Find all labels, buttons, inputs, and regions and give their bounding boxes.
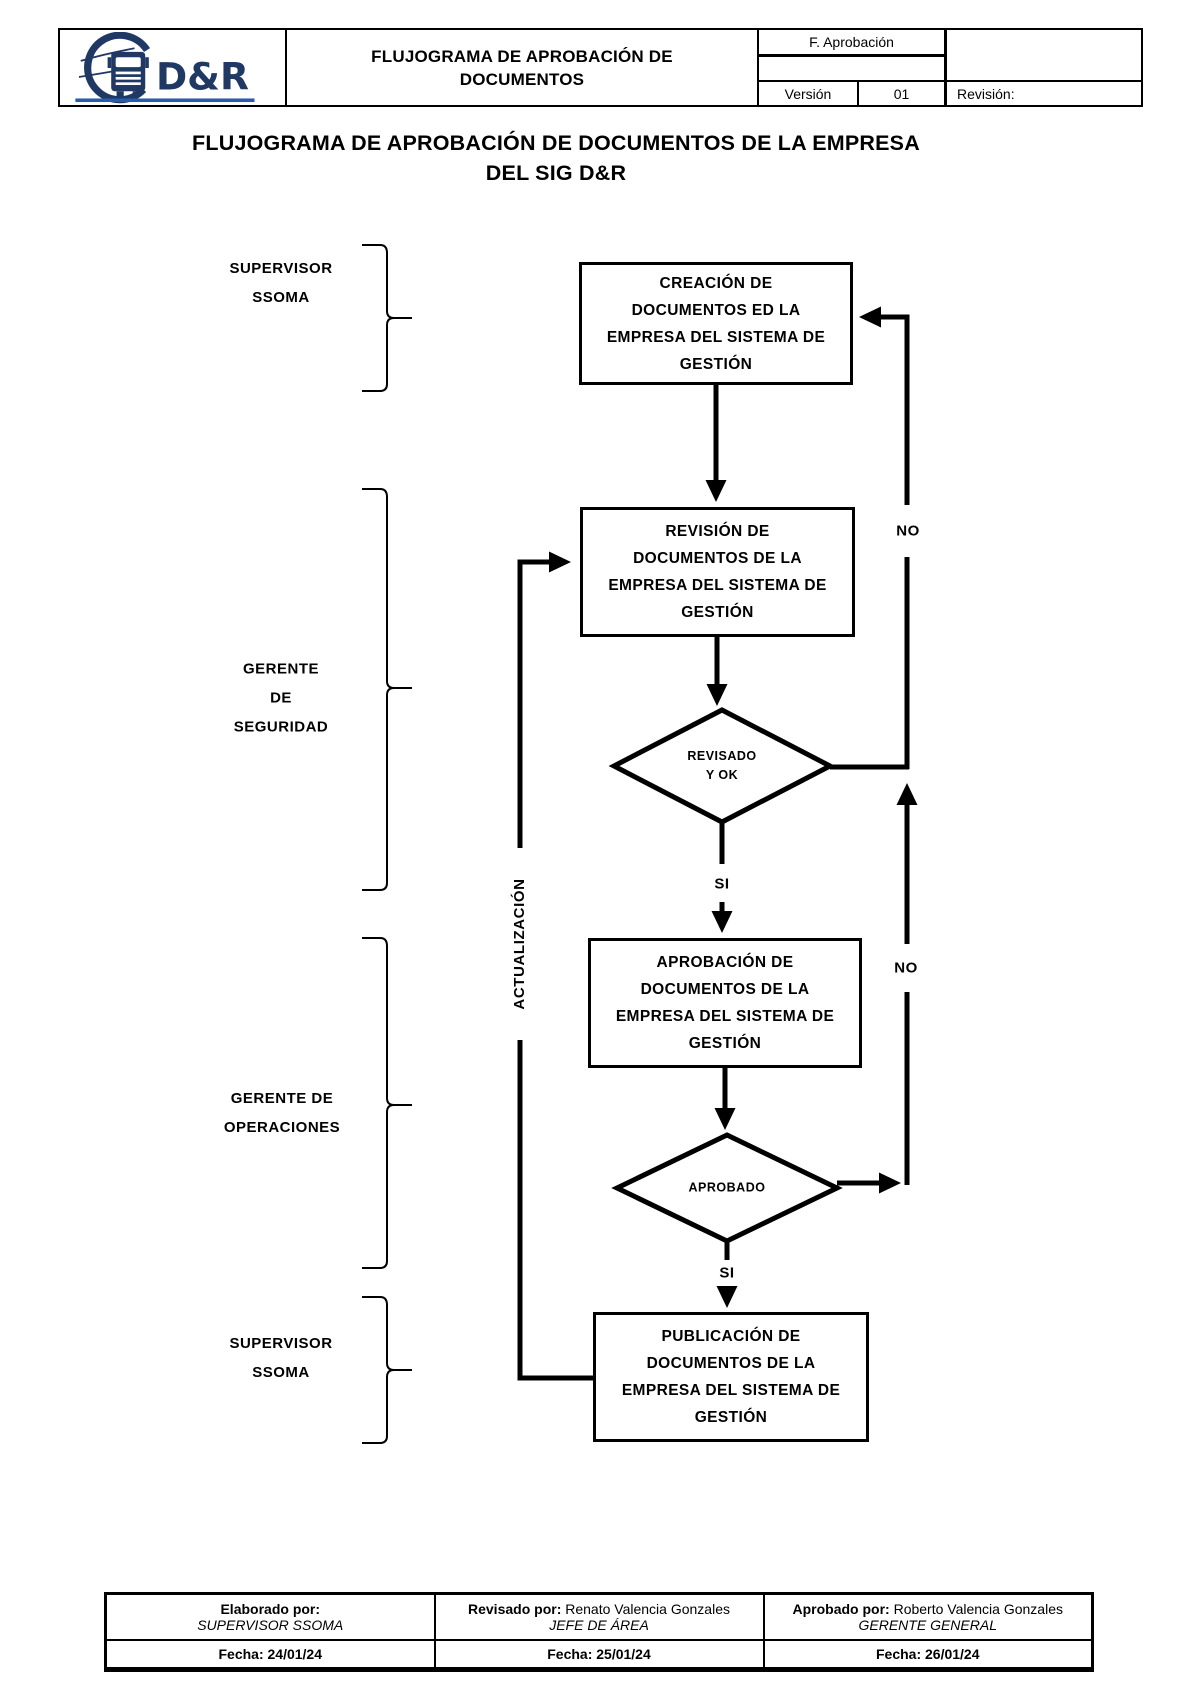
fecha-elaborado: Fecha: 24/01/24	[104, 1638, 436, 1672]
footer-cell-elaborado: Elaborado por: SUPERVISOR SSOMA	[104, 1592, 436, 1641]
lane-brace-1	[362, 244, 412, 392]
flow-box-revision: REVISIÓN DE DOCUMENTOS DE LA EMPRESA DEL…	[580, 507, 855, 637]
footer-signatures-row: Elaborado por: SUPERVISOR SSOMA Revisado…	[104, 1592, 1094, 1641]
footer-dates-row: Fecha: 24/01/24 Fecha: 25/01/24 Fecha: 2…	[104, 1638, 1094, 1672]
edge-label-no-top: NO	[896, 522, 920, 540]
header-version-block: F. Aprobación Versión 01 Revisión:	[759, 30, 1141, 105]
footer-cell-aprobado: Aprobado por: Roberto Valencia Gonzales …	[762, 1592, 1094, 1641]
aprobado-name: Roberto Valencia Gonzales	[889, 1600, 1063, 1617]
flow-box-publicacion: PUBLICACIÓN DE DOCUMENTOS DE LA EMPRESA …	[593, 1312, 869, 1442]
revision-label: Revisión:	[944, 80, 1141, 105]
logo-globe-truck-icon: D&R	[74, 31, 255, 103]
edge-label-actualizacion: ACTUALIZACIÓN	[511, 878, 528, 1010]
page-title: FLUJOGRAMA DE APROBACIÓN DE DOCUMENTOS D…	[192, 131, 920, 185]
footer-cell-revisado: Revisado por: Renato Valencia Gonzales J…	[433, 1592, 765, 1641]
decision-label-revisado: REVISADO Y OK	[687, 749, 757, 782]
flow-box-creacion: CREACIÓN DE DOCUMENTOS ED LA EMPRESA DEL…	[579, 262, 853, 385]
elaborado-role: SUPERVISOR SSOMA	[197, 1616, 344, 1633]
edge-label-si-1: SI	[714, 875, 730, 893]
revisado-role: JEFE DE ÁREA	[549, 1616, 649, 1633]
revisado-name: Renato Valencia Gonzales	[561, 1600, 730, 1617]
fecha-aprobado: Fecha: 26/01/24	[762, 1638, 1094, 1672]
edge-label-no-bottom: NO	[894, 959, 918, 977]
arrow-no-to-creacion	[859, 306, 910, 505]
company-logo: D&R	[60, 30, 287, 105]
revisado-label: Revisado por:	[468, 1600, 562, 1617]
edge-label-si-2: SI	[719, 1264, 735, 1282]
logo-wordmark: D&R	[155, 54, 248, 98]
version-value: 01	[859, 80, 944, 105]
footer-table: Elaborado por: SUPERVISOR SSOMA Revisado…	[104, 1592, 1094, 1672]
aprobado-label: Aprobado por:	[792, 1600, 890, 1617]
header-table: D&R FLUJOGRAMA DE APROBACIÓN DE DOCUMENT…	[58, 28, 1143, 107]
lane-brace-4	[362, 1296, 412, 1444]
empty-cell	[944, 30, 1141, 80]
decision-diamond-revisado	[608, 707, 836, 825]
aprobado-role: GERENTE GENERAL	[858, 1616, 997, 1633]
version-label: Versión	[759, 80, 859, 105]
lane-label-gerente-seguridad: GERENTE DE SEGURIDAD	[233, 660, 329, 736]
arrow-actualizacion-to-revision	[517, 551, 571, 848]
edge-publicacion-feedback	[517, 1040, 593, 1381]
lane-label-supervisor-ssoma-2: SUPERVISOR SSOMA	[229, 1335, 333, 1381]
field-f-aprobacion: F. Aprobación	[759, 30, 944, 57]
lane-label-gerente-operaciones: GERENTE DE OPERACIONES	[223, 1090, 341, 1136]
fecha-revisado: Fecha: 25/01/24	[433, 1638, 765, 1672]
decision-label-aprobado: APROBADO	[688, 1180, 766, 1195]
elaborado-label: Elaborado por:	[220, 1600, 321, 1617]
decision-diamond-aprobado	[611, 1132, 843, 1244]
lane-brace-3	[362, 937, 412, 1269]
lane-brace-2	[362, 488, 412, 891]
header-title: FLUJOGRAMA DE APROBACIÓN DE DOCUMENTOS	[287, 30, 759, 105]
flow-box-aprobacion: APROBACIÓN DE DOCUMENTOS DE LA EMPRESA D…	[588, 938, 862, 1068]
lane-label-supervisor-ssoma-1: SUPERVISOR SSOMA	[229, 260, 333, 306]
